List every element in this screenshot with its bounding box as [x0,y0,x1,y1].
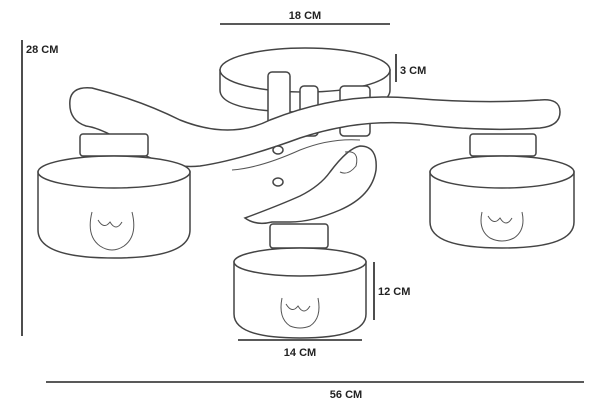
dim-canopy-height: 3 CM [395,54,426,82]
right-lamp [429,133,575,249]
dim-shade-height: 12 CM [373,262,410,320]
dim-shade-width: 14 CM [238,339,362,359]
dim-canopy-width-label: 18 CM [289,10,321,22]
dim-total-width: 56 CM [46,381,584,401]
dim-shade-width-label: 14 CM [284,347,316,359]
dim-total-height: 28 CM [21,40,58,336]
dim-shade-height-label: 12 CM [378,286,410,298]
center-arm [231,139,377,225]
dim-total-height-label: 28 CM [26,44,58,56]
dim-canopy-width: 18 CM [220,10,390,25]
dim-canopy-height-label: 3 CM [400,65,426,77]
screw-top [272,145,284,187]
dim-total-width-label: 56 CM [330,389,362,401]
left-lamp [37,133,191,259]
center-lamp [233,223,367,339]
